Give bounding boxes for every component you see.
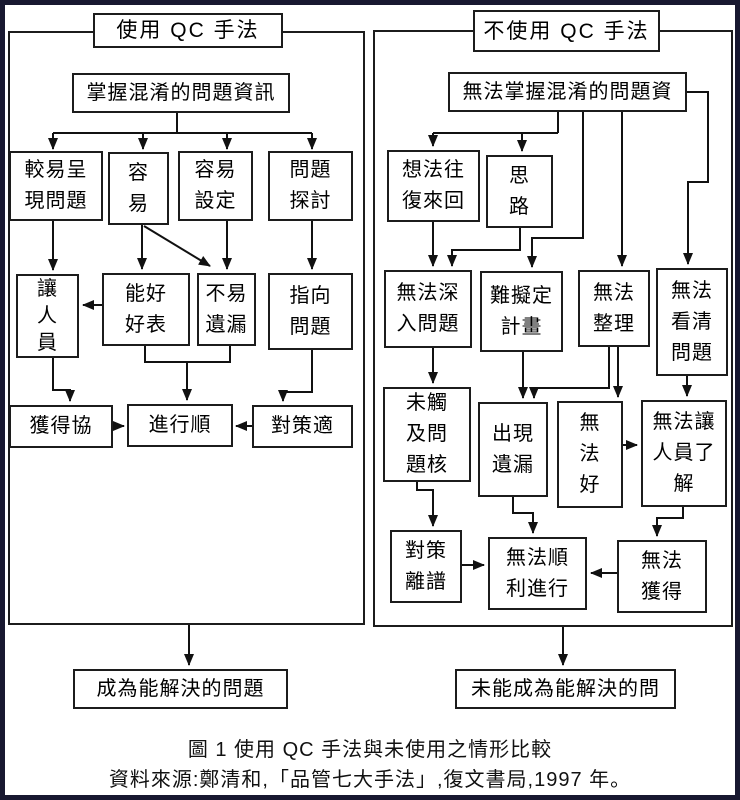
left-box-problem-discuss: 問題 探討 — [268, 151, 353, 221]
right-box-not-touch-core: 未觸 及問 題核 — [383, 387, 471, 482]
left-box-easy-setup: 容易 設定 — [178, 151, 253, 221]
right-box-thoughts-backforth: 想法往 復來回 — [387, 150, 480, 222]
left-result-box: 成為能解決的問題 — [73, 669, 288, 709]
left-box-gain-cooperation: 獲得協 — [9, 405, 113, 448]
left-merge-bracket — [144, 346, 231, 363]
left-panel-title: 使用 QC 手法 — [93, 13, 283, 48]
arrow-to-hard-to-plan — [527, 112, 584, 268]
left-distributor-line — [53, 113, 312, 134]
right-box-countermeasure-absurd: 對策 離譜 — [390, 530, 462, 603]
right-panel-title: 不使用 QC 手法 — [473, 10, 660, 52]
right-box-cannot-see-problem: 無法 看清 問題 — [656, 268, 728, 376]
right-distributor-line — [433, 112, 559, 134]
left-box-easier-present: 較易呈 現問題 — [9, 151, 103, 221]
left-box-no-omission: 不易 遺漏 — [197, 273, 256, 346]
right-box-cannot-gain: 無法 獲得 — [617, 540, 707, 613]
left-root-box: 掌握混淆的問題資訊 — [72, 73, 290, 113]
arrow-core-to-absurd — [416, 482, 438, 527]
figure-caption: 圖 1 使用 QC 手法與未使用之情形比較 — [187, 739, 553, 761]
arrow-people-to-gain — [52, 358, 75, 402]
diagonal-arrow-to-no-omission — [143, 225, 211, 267]
right-box-train-of-thought: 思 路 — [486, 155, 553, 228]
left-box-proceed-smoothly: 進行順 — [127, 404, 233, 447]
right-box-cannot-good: 無 法 好 — [557, 401, 623, 508]
arrow-organize-to-omissions — [529, 347, 610, 399]
right-box-hard-to-plan: 難擬定 計畫 — [480, 271, 563, 352]
left-box-let-people: 讓 人 員 — [16, 274, 79, 358]
arrow-train-to-cannot-deepen — [447, 228, 521, 267]
left-box-point-problem: 指向 問題 — [268, 273, 353, 350]
left-box-countermeasure-fit: 對策適 — [252, 405, 353, 448]
right-root-box: 無法掌握混淆的問題資 — [448, 72, 687, 112]
arrow-understand-to-cannot-gain — [652, 507, 684, 537]
arrow-omission-to-cannot-proceed — [512, 497, 538, 534]
right-box-cannot-proceed: 無法順 利進行 — [488, 537, 587, 610]
arrow-point-to-countermeasure — [278, 350, 313, 402]
right-result-box: 未能成為能解決的問 — [455, 669, 676, 709]
figure-source: 資料來源:鄭清和,「品管七大手法」,復文書局,1997 年。 — [108, 769, 632, 791]
right-box-omissions-appear: 出現 遺漏 — [478, 402, 548, 497]
left-box-easy: 容 易 — [108, 152, 169, 225]
right-box-cannot-deepen: 無法深 入問題 — [384, 270, 472, 348]
left-box-express-well: 能好 好表 — [102, 273, 190, 346]
right-box-cannot-understand: 無法讓 人員了 解 — [641, 400, 727, 507]
right-box-cannot-organize: 無法 整理 — [578, 270, 650, 347]
arrow-to-cannot-see-problem — [683, 91, 709, 265]
